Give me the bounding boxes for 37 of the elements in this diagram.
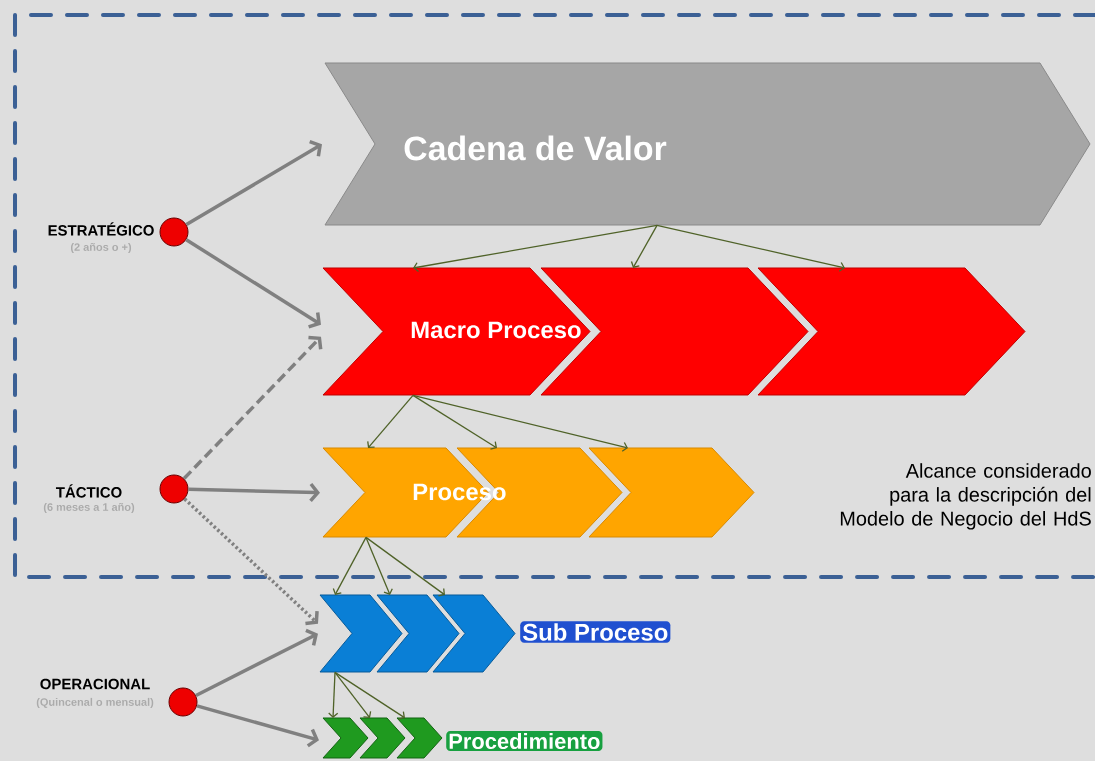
process-step xyxy=(588,447,755,538)
process-step xyxy=(376,594,460,673)
process-step xyxy=(396,717,443,759)
arrow xyxy=(332,536,367,595)
arrow xyxy=(334,671,372,718)
level-dot xyxy=(168,687,198,717)
level-name: ESTRATÉGICO xyxy=(48,222,154,236)
arrow xyxy=(365,536,445,597)
arrow xyxy=(412,394,628,452)
arrow xyxy=(182,335,323,480)
arrow xyxy=(413,224,658,273)
arrow xyxy=(656,224,845,272)
level-name: OPERACIONAL xyxy=(40,678,150,690)
process-step: Cadena de Valor xyxy=(324,62,1091,226)
process-step: Macro Proceso xyxy=(322,267,591,396)
level-name: TÁCTICO xyxy=(56,484,122,498)
arrow xyxy=(185,139,322,227)
arrow xyxy=(367,394,414,448)
arrow xyxy=(195,628,318,697)
process-step xyxy=(757,267,1026,396)
arrow xyxy=(334,671,405,720)
process-step xyxy=(322,717,369,759)
arrow xyxy=(196,704,319,748)
stage-label: Procedimiento xyxy=(446,730,603,752)
process-step xyxy=(432,594,516,673)
level-dot xyxy=(159,474,189,504)
arrow xyxy=(328,671,339,718)
arrow xyxy=(412,394,497,450)
arrow xyxy=(183,497,319,626)
arrow xyxy=(185,238,321,329)
process-step xyxy=(359,717,406,759)
arrow xyxy=(630,224,658,268)
level-dot xyxy=(159,217,189,247)
stage-label: Sub Proceso xyxy=(520,621,671,643)
process-step xyxy=(319,594,403,673)
arrow xyxy=(188,482,320,503)
arrow xyxy=(365,536,393,595)
